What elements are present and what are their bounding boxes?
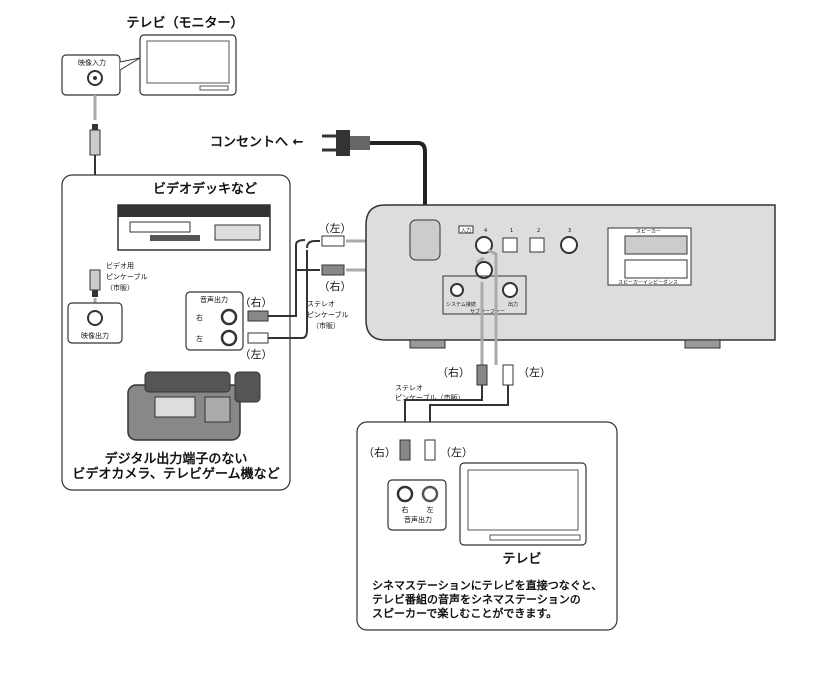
stereo-bottom-2: ピンケーブル（市販）: [395, 393, 465, 402]
tv-monitor-title: テレビ（モニター）: [126, 15, 243, 31]
power-cord: [370, 141, 427, 235]
input-4-jack-top: [475, 236, 493, 254]
input-3: 3: [568, 228, 571, 234]
top-plug-right: [321, 264, 345, 276]
top-plug-left: [321, 235, 345, 247]
speaker-terminal-row-bottom: [624, 259, 688, 279]
audio-out-right-jack: [220, 308, 238, 326]
video-out-label: 映像出力: [81, 331, 109, 340]
tv-audio-left-jack: [421, 485, 439, 503]
tv-plug-left: [424, 439, 436, 461]
power-plug: [322, 130, 370, 156]
audio-plug-right: [247, 310, 269, 322]
input-2: 2: [537, 228, 540, 234]
stereo-bottom-1: ステレオ: [395, 384, 423, 392]
stereo-top-1: ステレオ: [307, 300, 335, 308]
main-unit: [365, 204, 776, 349]
output-label: 出力: [508, 301, 518, 308]
input-label: 入力: [461, 227, 471, 234]
tv-audio-right-jack: [396, 485, 414, 503]
tv-plug-right-label: （右）: [363, 445, 396, 459]
description-line-3: スピーカーで楽しむことができます。: [372, 606, 557, 620]
speaker-label: スピーカー: [636, 229, 661, 235]
system-label: システム接続: [446, 301, 476, 308]
speaker-impedance-label: スピーカーインピーダンス: [618, 279, 678, 286]
plug-left-label: （左）: [240, 348, 273, 361]
input-1: 1: [510, 228, 513, 234]
audio-out-label: 音声出力: [200, 295, 228, 304]
top-plug-left-label: （左）: [319, 222, 352, 235]
caption-line-2: ビデオカメラ、テレビゲーム機など: [72, 466, 279, 482]
video-in-label: 映像入力: [78, 58, 106, 67]
optical-input-2: [529, 237, 545, 253]
input-tag: [458, 225, 474, 234]
video-plug-top: [89, 124, 101, 156]
caption-line-1: デジタル出力端子のない: [105, 451, 248, 467]
audio-out-left-jack: [220, 329, 238, 347]
vcr-title: ビデオデッキなど: [153, 181, 257, 197]
description-line-2: テレビ番組の音声をシネマステーションの: [372, 592, 581, 606]
video-out-jack: [87, 310, 103, 326]
tv-plug-right: [399, 439, 411, 461]
audio-plug-left: [247, 332, 269, 344]
video-input-box: [61, 54, 141, 96]
subwoofer-section: [442, 275, 527, 315]
video-cable-label-1: ビデオ用: [106, 261, 134, 270]
stereo-top-2: ピンケーブル: [307, 310, 349, 319]
stereo-top-3: （市販）: [312, 321, 340, 330]
bottom-plug-right-top: [476, 364, 488, 386]
stereo-cable-right: [290, 239, 320, 317]
stereo-cable-join: [306, 240, 320, 249]
coaxial-input-3: [560, 236, 578, 254]
tv-monitor: [139, 34, 237, 96]
video-cable-label-2: ピンケーブル: [106, 272, 148, 281]
speaker-terminal-row-top: [624, 235, 688, 255]
camcorder-illustration: [127, 371, 261, 441]
bottom-plug-left-top: [502, 364, 514, 386]
tv-illustration: [459, 462, 587, 546]
tv-label: テレビ: [502, 551, 541, 567]
subwoofer-label: サブウーファー: [470, 308, 505, 315]
subwoofer-out-jack: [502, 282, 518, 298]
tv-right-label: 右: [402, 505, 409, 514]
video-plug-bottom: [89, 269, 101, 297]
system-jack: [450, 283, 464, 297]
tv-audio-out-label: 音声出力: [404, 515, 432, 524]
bottom-top-right-label: （右）: [437, 365, 470, 379]
input-4: 4: [484, 228, 487, 234]
right-jack-label: 右: [196, 313, 203, 322]
video-cable-label-3: （市販）: [106, 283, 134, 292]
tv-plug-left-label: （左）: [440, 446, 473, 459]
stereo-cable-left: [268, 250, 308, 339]
optical-input-1: [502, 237, 518, 253]
tv-left-label: 左: [427, 505, 434, 514]
arrows-from-output: [476, 248, 498, 365]
description-line-1: シネマステーションにテレビを直接つなぐと、: [372, 578, 602, 592]
vcr-illustration: [117, 204, 271, 251]
left-jack-label: 左: [196, 334, 203, 343]
plug-right-label: （右）: [240, 295, 273, 309]
top-plug-right-label: （右）: [319, 279, 352, 293]
outlet-label: コンセントへ ←: [210, 135, 304, 150]
input-4-jack-bottom: [475, 261, 493, 279]
bottom-top-left-label: （左）: [518, 366, 551, 379]
